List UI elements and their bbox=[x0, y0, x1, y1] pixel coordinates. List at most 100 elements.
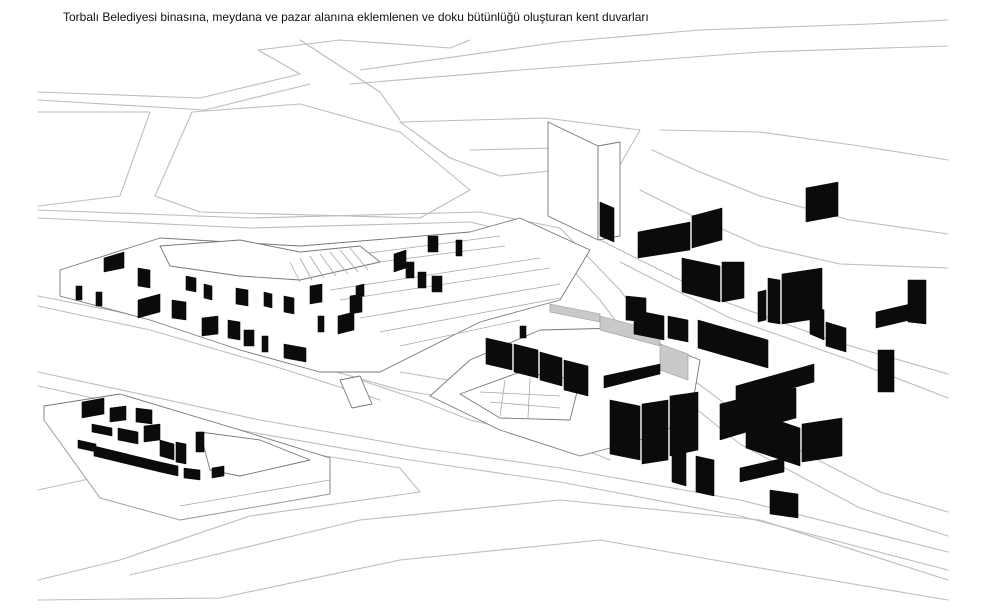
municipal-grey-wall-1 bbox=[549, 303, 601, 323]
south-platform-edge bbox=[43, 419, 331, 521]
wall-market-21 bbox=[393, 249, 407, 273]
wall-mid-9 bbox=[739, 457, 785, 483]
wall-right-8 bbox=[875, 303, 911, 329]
wall-market-26 bbox=[431, 275, 443, 293]
avenue-main-upper bbox=[37, 209, 949, 513]
wall-south-4 bbox=[91, 423, 113, 437]
market-strip-3 bbox=[329, 257, 541, 291]
wall-mid-3 bbox=[667, 315, 689, 343]
wall-market-25 bbox=[417, 271, 427, 289]
wall-south-10 bbox=[175, 441, 187, 465]
wall-right-3 bbox=[757, 289, 767, 323]
market-area bbox=[59, 217, 591, 409]
road-right-curve bbox=[639, 189, 949, 269]
island-block-left-far bbox=[37, 111, 151, 207]
wall-right-7 bbox=[825, 321, 847, 353]
wall-south-13 bbox=[211, 465, 225, 479]
wall-market-16 bbox=[309, 283, 323, 305]
tower-front bbox=[547, 121, 599, 241]
wall-market-2 bbox=[137, 267, 151, 289]
wall-top-4 bbox=[805, 181, 839, 223]
wall-market-15 bbox=[283, 295, 295, 315]
wall-civic-5 bbox=[695, 455, 715, 497]
wall-market-10 bbox=[261, 335, 269, 353]
road-right-diagonal-2 bbox=[619, 261, 949, 399]
market-strip-7 bbox=[399, 319, 521, 347]
wall-mid-5 bbox=[735, 363, 815, 405]
wall-market-5 bbox=[137, 293, 161, 319]
road-top-right-upper bbox=[359, 19, 949, 71]
wall-right-1 bbox=[681, 257, 721, 303]
municipal-courtyard-grid bbox=[479, 377, 561, 419]
wall-market-18 bbox=[337, 311, 355, 335]
wall-market-24 bbox=[455, 239, 463, 257]
wall-civic-4 bbox=[671, 445, 687, 487]
wall-right-10 bbox=[877, 349, 895, 393]
south-terrace bbox=[199, 431, 311, 477]
wall-market-8 bbox=[227, 319, 241, 341]
wall-civic-3 bbox=[669, 391, 699, 457]
wall-mid-4 bbox=[697, 319, 769, 369]
wall-municipal-4 bbox=[563, 359, 589, 397]
road-top-diagonal bbox=[299, 39, 401, 121]
street-network bbox=[37, 19, 949, 601]
wall-market-23 bbox=[427, 235, 439, 253]
wall-south-12 bbox=[183, 467, 201, 481]
wall-south-11 bbox=[159, 461, 179, 477]
municipal-courtyard bbox=[459, 371, 581, 421]
wall-mid-7 bbox=[745, 409, 801, 467]
wall-top-1 bbox=[599, 201, 615, 243]
market-stair bbox=[339, 375, 373, 409]
wall-top-2 bbox=[637, 221, 691, 259]
wall-municipal-5 bbox=[603, 363, 661, 389]
wall-market-4 bbox=[95, 291, 103, 307]
avenue-mid-left-2 bbox=[37, 305, 381, 401]
avenue-main-lower bbox=[37, 217, 949, 537]
road-top-left bbox=[37, 39, 471, 99]
wall-south-6 bbox=[143, 423, 161, 443]
wall-south-5 bbox=[117, 427, 139, 445]
wall-municipal-2 bbox=[513, 343, 539, 379]
market-strip-6 bbox=[379, 297, 561, 333]
wall-civic-1 bbox=[609, 399, 641, 461]
wall-market-7 bbox=[201, 315, 219, 337]
wall-market-3 bbox=[75, 285, 83, 301]
wall-market-12 bbox=[203, 283, 213, 301]
road-right-upper bbox=[659, 129, 949, 161]
wall-south-1 bbox=[81, 397, 105, 419]
wall-municipal-3 bbox=[539, 351, 563, 387]
wall-civic-2 bbox=[641, 399, 669, 465]
block-bottom-mid bbox=[129, 499, 949, 581]
market-strip-4 bbox=[339, 267, 551, 301]
market-hall-ribs bbox=[289, 247, 369, 283]
road-top-right-lower bbox=[349, 45, 949, 85]
municipal-grey-wall-3 bbox=[659, 343, 689, 381]
market-hall-roof bbox=[159, 239, 381, 281]
wall-market-13 bbox=[235, 287, 249, 307]
south-residential-block bbox=[43, 393, 331, 521]
wall-right-6 bbox=[809, 303, 825, 341]
wall-south-2 bbox=[109, 405, 127, 423]
wall-south-14 bbox=[195, 431, 205, 453]
wall-market-11 bbox=[283, 343, 307, 363]
wall-top-3 bbox=[691, 207, 723, 249]
wall-mid-10 bbox=[769, 489, 799, 519]
wall-south-9 bbox=[159, 439, 175, 461]
wall-market-9 bbox=[243, 329, 255, 347]
wall-right-2 bbox=[721, 261, 745, 303]
wall-market-22 bbox=[405, 261, 415, 279]
wall-market-14 bbox=[263, 291, 273, 309]
road-top-left-inner bbox=[37, 83, 311, 111]
wall-mid-8 bbox=[801, 417, 843, 463]
road-bottom-edge bbox=[37, 539, 949, 601]
island-block-left bbox=[154, 103, 471, 219]
wall-south-3 bbox=[135, 407, 153, 425]
wall-market-1 bbox=[103, 251, 125, 273]
road-right-mid bbox=[651, 149, 949, 235]
wall-market-20 bbox=[355, 283, 365, 299]
wall-market-17 bbox=[317, 315, 325, 333]
wall-market-6 bbox=[171, 299, 187, 321]
wall-municipal-6 bbox=[519, 325, 527, 339]
wall-right-9 bbox=[907, 279, 927, 325]
wall-right-4 bbox=[767, 277, 781, 325]
